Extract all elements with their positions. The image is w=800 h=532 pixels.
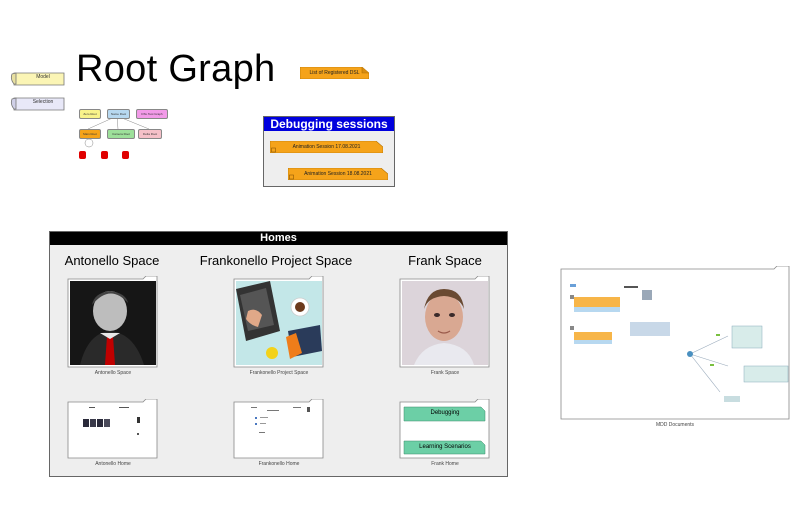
page-title: Root Graph bbox=[76, 48, 276, 90]
session-label: Animation Session 17.08.2021 bbox=[292, 144, 361, 150]
frankonello-space-folder[interactable] bbox=[233, 276, 325, 368]
person-photo-icon bbox=[70, 281, 156, 365]
red-marker bbox=[79, 151, 86, 159]
scroll-icon bbox=[10, 97, 65, 111]
space-caption: Frankonello Project Space bbox=[249, 370, 309, 376]
red-marker bbox=[122, 151, 129, 159]
space-heading: Frankonello Project Space bbox=[199, 253, 353, 268]
frank-space-folder[interactable] bbox=[399, 276, 491, 368]
mini-node: Main Root bbox=[79, 129, 101, 139]
mini-graph-preview[interactable]: Zero Root Name Root DSL Test Graph Main … bbox=[76, 106, 171, 162]
antonello-space-folder[interactable] bbox=[67, 276, 159, 368]
scroll-icon bbox=[10, 72, 65, 86]
home-item-label: Debugging bbox=[430, 410, 460, 416]
person-photo-icon bbox=[402, 281, 488, 365]
session-note[interactable]: Animation Session 18.08.2021 bbox=[288, 168, 388, 180]
mini-node: Delta Root bbox=[138, 129, 162, 139]
space-caption: Frank Space bbox=[430, 370, 460, 376]
session-note[interactable]: Animation Session 17.08.2021 bbox=[270, 141, 383, 153]
mdd-documents-folder[interactable] bbox=[560, 266, 790, 420]
model-button[interactable]: Model bbox=[10, 71, 65, 86]
home-caption: Antonello Home bbox=[95, 461, 131, 467]
mdd-documents-caption: MDD Documents bbox=[655, 422, 695, 428]
selection-button[interactable]: Selection bbox=[10, 96, 65, 111]
space-heading: Frank Space bbox=[408, 253, 482, 268]
frankonello-home-folder[interactable] bbox=[233, 399, 325, 459]
homes-title: Homes bbox=[50, 232, 507, 245]
desk-photo-icon bbox=[236, 281, 322, 365]
folder-icon bbox=[399, 399, 490, 459]
dsl-list-label: List of Registered DSL bbox=[309, 70, 360, 76]
folder-icon bbox=[560, 266, 790, 420]
mini-node: DSL Test Graph bbox=[136, 109, 168, 119]
frank-home-folder[interactable]: Debugging Learning Scenarios bbox=[399, 399, 491, 459]
red-marker bbox=[101, 151, 108, 159]
frank-photo bbox=[402, 281, 488, 365]
debugging-sessions-title: Debugging sessions bbox=[264, 117, 394, 131]
homes-panel[interactable]: Homes Antonello Space Frankonello Projec… bbox=[49, 231, 508, 477]
mini-node: Name Root bbox=[107, 109, 130, 119]
note-shape bbox=[270, 141, 383, 153]
frankonello-photo bbox=[236, 281, 322, 365]
antonello-home-folder[interactable] bbox=[67, 399, 159, 459]
home-item-label: Learning Scenarios bbox=[419, 444, 471, 450]
folder-icon bbox=[67, 399, 158, 459]
antonello-photo bbox=[70, 281, 156, 365]
debugging-sessions-panel[interactable]: Debugging sessions Animation Session 17.… bbox=[263, 116, 395, 187]
space-heading: Antonello Space bbox=[64, 253, 160, 268]
session-label: Animation Session 18.08.2021 bbox=[304, 171, 372, 177]
dsl-list-note[interactable]: List of Registered DSL bbox=[300, 67, 369, 79]
folder-icon bbox=[233, 399, 324, 459]
home-caption: Frank Home bbox=[431, 461, 459, 467]
model-label: Model bbox=[36, 74, 50, 80]
home-caption: Frankonello Home bbox=[258, 461, 300, 467]
note-shape bbox=[288, 168, 388, 180]
note-shape bbox=[300, 67, 369, 79]
selection-label: Selection bbox=[32, 99, 54, 105]
space-caption: Antonello Space bbox=[94, 370, 132, 376]
mini-node: Zero Root bbox=[79, 109, 101, 119]
mini-node: Camera Root bbox=[107, 129, 135, 139]
